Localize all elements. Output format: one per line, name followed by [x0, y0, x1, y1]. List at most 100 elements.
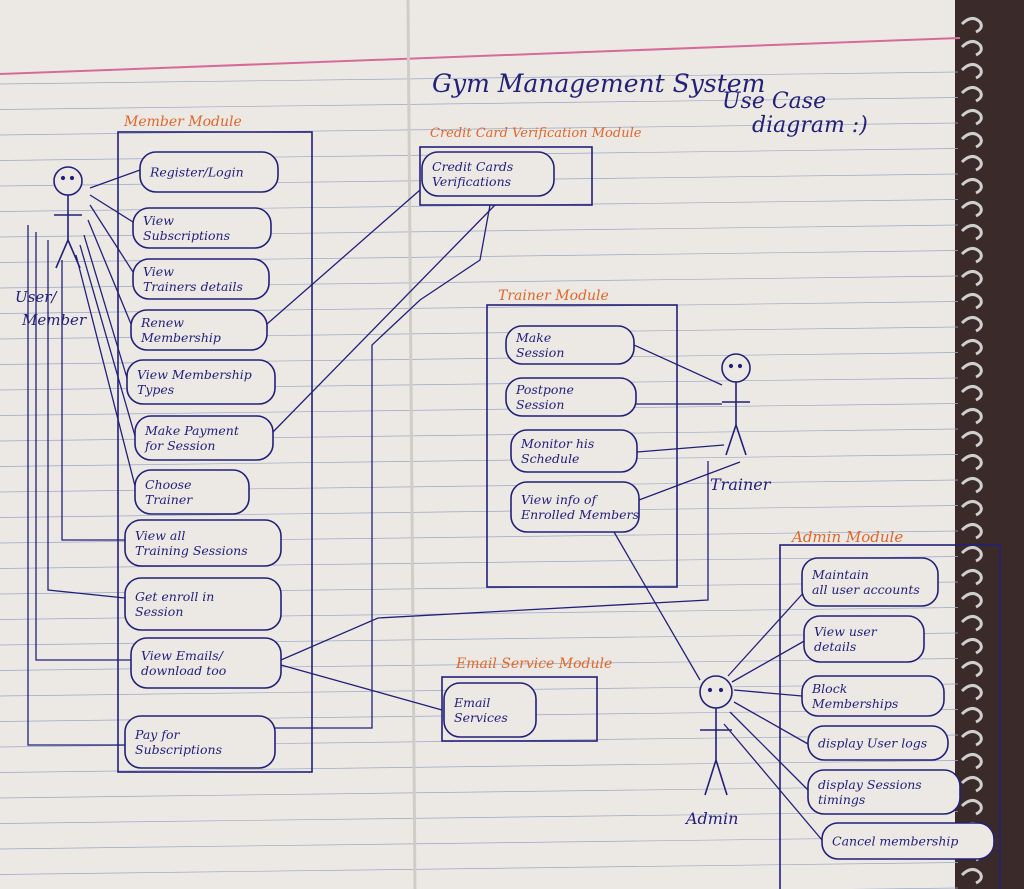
- spiral-ring: [960, 661, 983, 678]
- spiral-ring: [960, 109, 983, 126]
- spiral-ring: [960, 454, 983, 471]
- admin-module-label: Admin Module: [790, 528, 903, 546]
- spiral-ring: [960, 40, 983, 57]
- use-case-label: Register/Login: [149, 165, 244, 180]
- use-case-label: Schedule: [521, 451, 579, 466]
- association-line: [89, 169, 141, 189]
- use-case-label: Cancel membership: [832, 834, 958, 849]
- spiral-ring: [960, 316, 983, 333]
- association-line: [633, 344, 723, 386]
- use-case-bubble: [505, 377, 637, 417]
- association-line: [636, 444, 725, 453]
- member-module-label: Member Module: [123, 114, 242, 130]
- use-case-label: timings: [818, 792, 865, 807]
- use-case-label: Block: [811, 681, 847, 696]
- use-case-member-1: Register/Login: [139, 151, 279, 193]
- association-line: [280, 461, 709, 661]
- credit-card-module-label: Credit Card Verification Module: [430, 126, 642, 141]
- association-line: [733, 689, 803, 697]
- spiral-ring: [960, 86, 983, 103]
- association-line: [27, 225, 125, 746]
- margin-line: [0, 37, 961, 75]
- actor-member-label-1: User/: [15, 288, 58, 306]
- use-case-admin-6: Cancel membership: [821, 822, 995, 860]
- use-case-label: Trainer: [145, 492, 193, 507]
- admin-module-boundary: [779, 544, 1001, 889]
- spiral-ring: [960, 339, 983, 356]
- use-case-bubble: [130, 637, 282, 689]
- spiral-ring: [960, 132, 983, 149]
- use-case-label: Verifications: [432, 174, 511, 189]
- use-case-label: View info of: [521, 492, 599, 507]
- association-line: [727, 589, 807, 677]
- use-case-label: Services: [454, 710, 508, 725]
- use-case-label: View: [143, 264, 174, 279]
- association-line: [272, 204, 496, 433]
- use-case-label: Trainers details: [143, 279, 243, 294]
- member-module-boundary: [117, 131, 313, 773]
- use-case-label: View: [143, 213, 174, 228]
- use-case-label: Pay for: [134, 727, 180, 742]
- use-case-label: Email: [453, 695, 490, 710]
- spiral-ring: [960, 201, 983, 218]
- use-case-label: Get enroll in: [135, 589, 214, 604]
- association-line: [731, 639, 807, 683]
- use-case-member-10: View Emails/download too: [130, 637, 282, 689]
- spiral-ring: [960, 546, 983, 563]
- ruled-line: [0, 811, 959, 824]
- email-module-label: Email Service Module: [455, 656, 612, 672]
- spiral-ring: [960, 247, 983, 264]
- use-case-bubble: [139, 151, 279, 193]
- association-line: [723, 723, 823, 841]
- use-case-bubble: [807, 769, 961, 815]
- association-line: [638, 461, 741, 501]
- use-case-label: Session: [516, 397, 564, 412]
- actor-admin: [699, 675, 733, 796]
- use-case-label: Credit Cards: [432, 159, 513, 174]
- spiral-ring: [960, 569, 983, 586]
- spiral-ring: [960, 684, 983, 701]
- use-case-label: Session: [516, 345, 564, 360]
- association-line: [266, 189, 421, 325]
- actor-admin-label: Admin: [684, 809, 738, 828]
- association-line: [729, 711, 809, 791]
- spiral-ring: [960, 500, 983, 517]
- use-case-label: View Emails/: [141, 648, 225, 663]
- trainer-module-label: Trainer Module: [498, 288, 609, 304]
- use-case-label: Postpone: [515, 382, 574, 397]
- association-line: [733, 701, 809, 745]
- spiral-ring: [960, 707, 983, 724]
- use-case-bubble: [134, 415, 274, 461]
- association-line: [89, 194, 134, 223]
- use-case-admin-4: display User logs: [807, 725, 949, 761]
- actor-trainer: [721, 353, 751, 456]
- ruled-line: [0, 836, 959, 850]
- use-case-bubble: [124, 715, 276, 769]
- spiral-ring: [960, 17, 983, 34]
- use-case-bubble: [421, 151, 555, 197]
- email-module-boundary: [441, 676, 598, 742]
- spiral-ring: [960, 408, 983, 425]
- use-case-label: Make Payment: [144, 423, 240, 438]
- spiral-ring: [960, 638, 983, 655]
- use-case-label: Training Sessions: [135, 543, 248, 558]
- use-case-label: View user: [814, 624, 878, 639]
- use-case-label: Subscriptions: [143, 228, 230, 243]
- use-case-bubble: [132, 258, 270, 300]
- use-case-label: download too: [141, 663, 226, 678]
- association-line: [89, 204, 134, 273]
- spiral-ring: [960, 753, 983, 770]
- spiral-ring: [960, 592, 983, 609]
- use-case-label: Types: [137, 382, 174, 397]
- diagram-subtitle: Use Case: [722, 89, 826, 114]
